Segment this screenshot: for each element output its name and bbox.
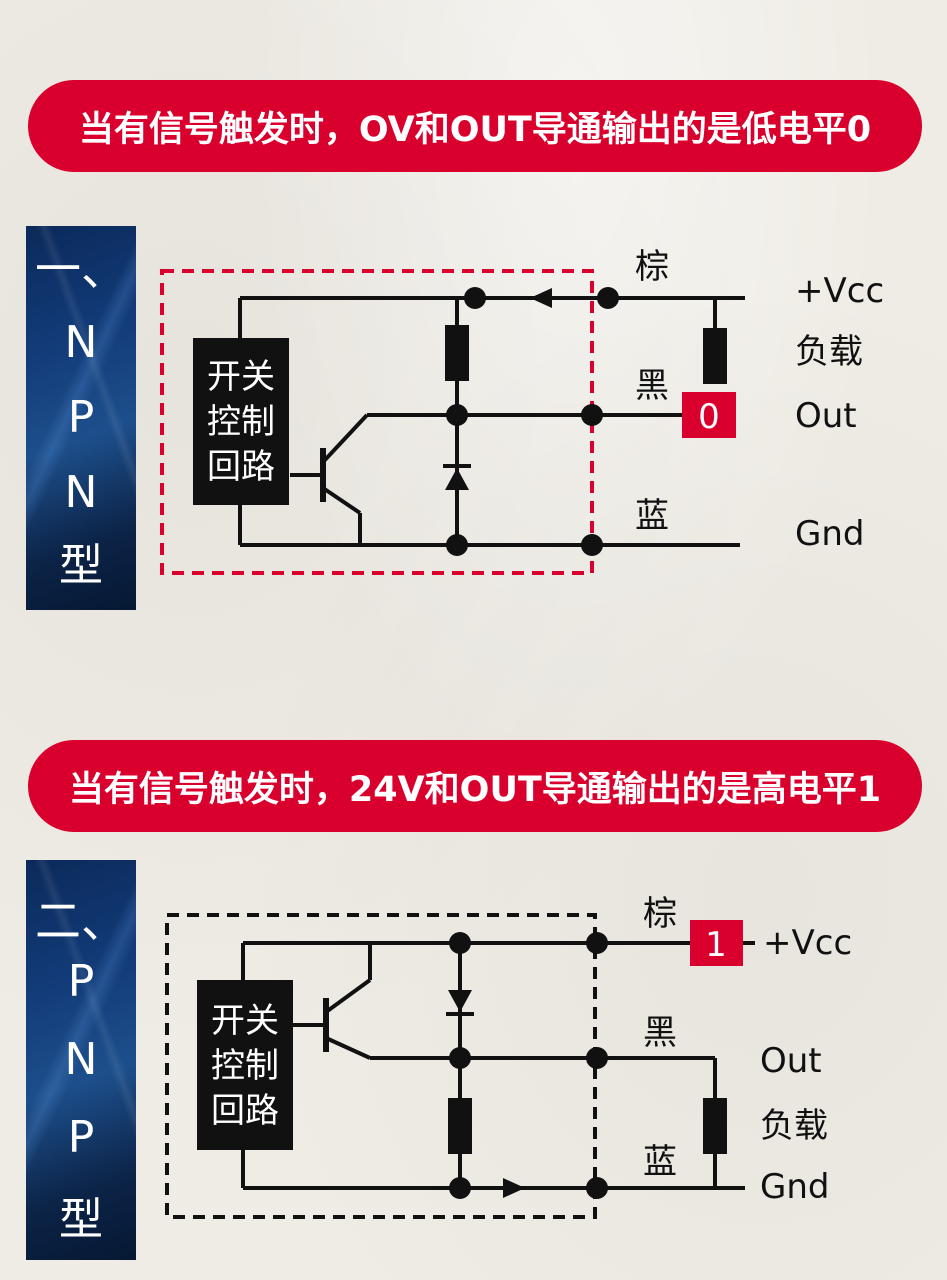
- pnp-side-label-4: 型: [59, 1194, 103, 1245]
- npn-side-label-3: N: [64, 467, 98, 518]
- pnp-wire-blue-label: 蓝: [643, 1142, 677, 1182]
- pnp-side-label-0: 二、: [35, 894, 127, 948]
- npn-block-line-2: 控制: [207, 402, 275, 442]
- npn-description-banner: 当有信号触发时，OV和OUT导通输出的是低电平0: [28, 80, 922, 172]
- pnp-gnd-label: Gnd: [760, 1167, 829, 1207]
- pnp-wire-black-label: 黑: [643, 1013, 677, 1053]
- npn-side-label-4: 型: [59, 540, 103, 591]
- pnp-block-line-3: 回路: [211, 1091, 279, 1131]
- npn-side-label-1: N: [64, 317, 98, 368]
- pnp-side-label-2: N: [64, 1034, 98, 1085]
- npn-junctions: [446, 287, 619, 556]
- pnp-pulldown-resistor: [448, 1098, 472, 1154]
- pnp-sensor-boundary: [165, 913, 597, 1219]
- npn-wire-brown-label: 棕: [635, 247, 669, 287]
- npn-block-line-1: 开关: [207, 357, 275, 397]
- pnp-side-label-1: P: [67, 956, 95, 1007]
- pnp-load-label: 负载: [760, 1106, 828, 1146]
- pnp-vcc-label: +Vcc: [763, 923, 852, 963]
- pnp-switch-control-block: [197, 980, 293, 1150]
- pnp-load-resistor-icon: [703, 1098, 727, 1154]
- npn-vcc-label: +Vcc: [795, 271, 884, 311]
- pnp-block-line-1: 开关: [211, 1001, 279, 1041]
- npn-protection-diode-icon: [443, 464, 471, 490]
- npn-side-tab: 一、 N P N 型: [26, 226, 136, 610]
- npn-load-label: 负载: [795, 332, 863, 372]
- npn-gnd-label: Gnd: [795, 514, 864, 554]
- npn-circuit-diagram: 开关 控制 回路 0 棕 黑 蓝 +Vcc 负载 Out Gnd: [160, 247, 884, 575]
- pnp-current-arrow-icon: [503, 1178, 525, 1198]
- pnp-wire-brown-label: 棕: [643, 894, 677, 934]
- npn-description-text: 当有信号触发时，OV和OUT导通输出的是低电平0: [78, 109, 872, 150]
- pnp-output-value-box: [690, 920, 743, 966]
- npn-side-label-2: P: [67, 392, 95, 443]
- npn-output-value: 0: [698, 397, 720, 437]
- npn-wire-blue-label: 蓝: [635, 496, 669, 536]
- pnp-description-banner: 当有信号触发时，24V和OUT导通输出的是高电平1: [28, 740, 922, 832]
- npn-current-arrow-icon: [530, 288, 552, 308]
- npn-switch-control-block: [193, 338, 289, 505]
- pnp-block-line-2: 控制: [211, 1046, 279, 1086]
- pnp-side-label-3: P: [67, 1112, 95, 1163]
- pnp-circuit-diagram: 开关 控制 回路 1 棕 黑 蓝 +Vcc Out 负载 Gnd: [165, 894, 852, 1219]
- npn-wires: [238, 296, 745, 547]
- npn-load-resistor-icon: [703, 328, 727, 384]
- pnp-wires: [241, 941, 755, 1190]
- pnp-out-label: Out: [760, 1041, 822, 1081]
- pnp-description-text: 当有信号触发时，24V和OUT导通输出的是高电平1: [68, 769, 882, 810]
- npn-pullup-resistor: [445, 325, 469, 381]
- pnp-output-value: 1: [705, 925, 727, 965]
- npn-side-label-0: 一、: [35, 242, 127, 296]
- npn-wire-black-label: 黑: [635, 366, 669, 406]
- npn-block-line-3: 回路: [207, 447, 275, 487]
- pnp-side-tab: 二、 P N P 型: [26, 860, 136, 1260]
- pnp-protection-diode-icon: [446, 990, 474, 1016]
- npn-output-value-box: [682, 392, 736, 438]
- pnp-junctions: [449, 932, 608, 1199]
- npn-out-label: Out: [795, 396, 857, 436]
